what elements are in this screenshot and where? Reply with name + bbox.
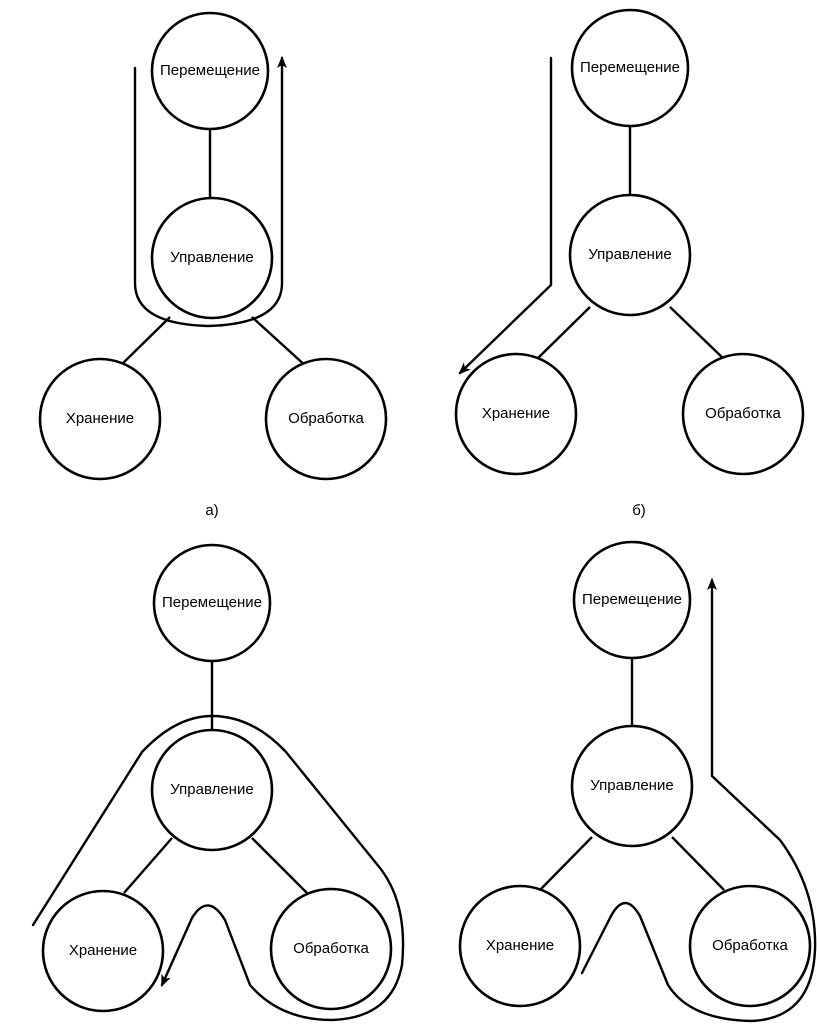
label-store: Хранение [69,942,137,959]
edge-control-process [669,306,727,362]
node-process [264,357,388,481]
label-control: Управление [170,249,253,266]
edge-control-process [251,837,308,894]
node-move [152,543,272,663]
panel-c: Перемещение Управление Хранение Обработк… [31,543,405,1022]
panel-a: Перемещение Управление Хранение Обработк… [38,11,388,519]
node-store [38,357,162,481]
label-control: Управление [588,246,671,263]
flow-path-c [31,714,405,1022]
node-control [570,724,694,848]
label-control: Управление [590,777,673,794]
edge-control-store [539,836,593,891]
label-move: Перемещение [580,59,680,76]
edge-control-store [117,316,171,369]
node-move [150,11,270,131]
node-process [269,887,393,1011]
node-control [150,196,274,320]
edge-control-process [671,836,725,891]
panel-d: Перемещение Управление Хранение Обработк… [458,540,817,1023]
flow-path-d [580,578,817,1023]
label-move: Перемещение [160,62,260,79]
panel-b: Перемещение Управление Хранение Обработк… [454,8,805,519]
edge-control-store [123,837,173,894]
node-process [688,884,812,1008]
caption-b: б) [632,502,646,519]
label-control: Управление [170,781,253,798]
label-store: Хранение [66,410,134,427]
label-move: Перемещение [162,594,262,611]
node-move [570,8,690,128]
label-process: Обработка [288,410,364,427]
edge-control-process [251,316,309,369]
node-store [41,889,165,1013]
node-store [454,352,578,476]
label-process: Обработка [712,937,788,954]
node-control [568,193,692,317]
flow-path-b [458,56,553,375]
node-move [572,540,692,660]
label-process: Обработка [293,940,369,957]
caption-a: а) [205,502,218,519]
edge-control-store [535,306,591,361]
label-store: Хранение [482,405,550,422]
node-control [150,728,274,852]
label-move: Перемещение [582,591,682,608]
label-process: Обработка [705,405,781,422]
node-store [458,884,582,1008]
flow-path-a [133,56,287,328]
label-store: Хранение [486,937,554,954]
node-process [681,352,805,476]
